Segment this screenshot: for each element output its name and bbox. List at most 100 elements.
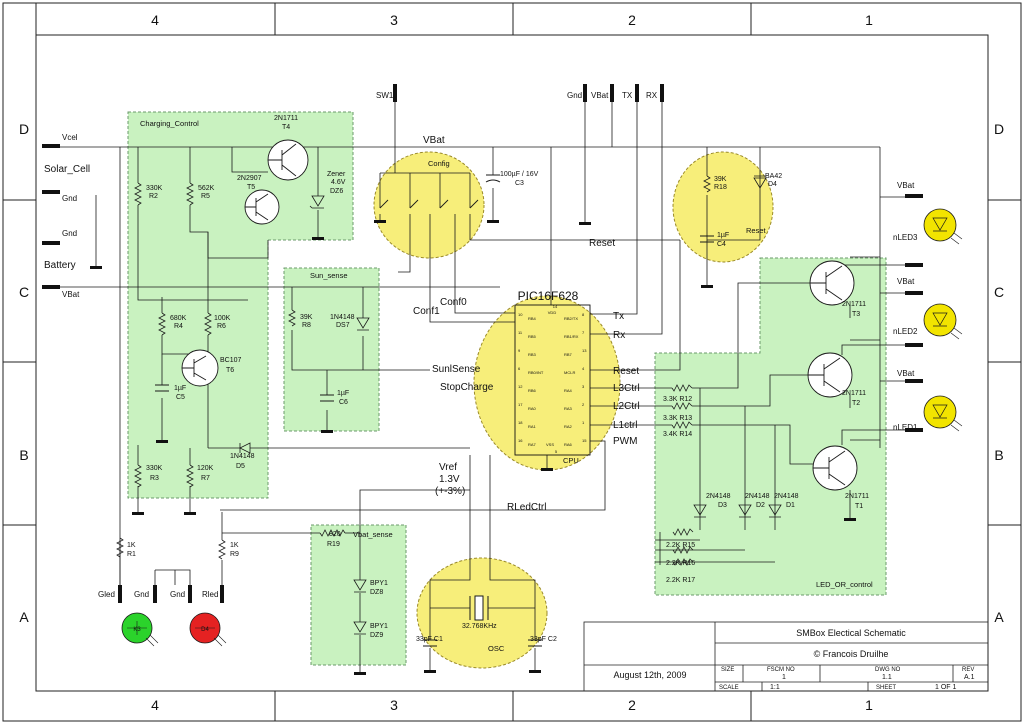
net-conf1: Conf1 (413, 306, 440, 317)
mcu-pin-name: MCLR (564, 370, 575, 375)
mcu-pin-number: 13 (582, 348, 587, 353)
label-rled: Rled (202, 590, 218, 599)
r9-ref: R9 (230, 551, 239, 558)
r12-label: 3.3K R12 (663, 396, 692, 403)
resistor-r12 (671, 384, 693, 392)
r6-value: 100K (214, 315, 231, 322)
label-vcel: Vcel (62, 133, 78, 142)
net-conf0: Conf0 (440, 297, 467, 308)
r19-value: 820 (329, 531, 341, 538)
label-right-vbat-2: VBat (897, 277, 915, 286)
col-label-2-bottom: 2 (628, 697, 636, 713)
resistor-r5 (186, 182, 194, 206)
mcu-pin-number: 10 (518, 312, 523, 317)
sheet-value: 1 OF 1 (935, 684, 957, 691)
label-top-rx: RX (646, 91, 658, 100)
capacitors (155, 174, 714, 647)
resistor-r3 (134, 464, 142, 488)
r2-value: 330K (146, 185, 163, 192)
net-rx: Rx (613, 330, 625, 341)
r8-value: 39K (300, 314, 313, 321)
mcu-pin-name: RA7 (528, 442, 537, 447)
switch-3 (439, 199, 449, 209)
grid-labels: 4 3 2 1 4 3 2 1 D C B A D C B A (19, 12, 1004, 713)
capacitor-c3 (485, 174, 501, 183)
dwg-label: DWG NO (875, 667, 901, 673)
r3-ref: R3 (150, 475, 159, 482)
label-nled3: nLED3 (893, 233, 918, 242)
ground-symbols (90, 220, 856, 675)
drawing-date: August 12th, 2009 (613, 670, 686, 680)
diode-dz8 (353, 579, 367, 593)
diode-d5 (239, 442, 251, 454)
transistor-t3 (809, 260, 855, 306)
label-right-vbat-3: VBat (897, 369, 915, 378)
transistor-t1 (812, 445, 858, 491)
t1-ref: T1 (855, 503, 863, 510)
config-switches (379, 199, 479, 209)
r7-value: 120K (197, 465, 214, 472)
r19-ref: R19 (327, 541, 340, 548)
t5-part: 2N2907 (237, 175, 262, 182)
mcu-pin-number: 4 (582, 366, 585, 371)
led-yellow-2 (923, 303, 963, 340)
resistor-r14 (671, 421, 693, 429)
net-l1ctrl: L1ctrl (613, 420, 637, 431)
d4-ref: D4 (768, 181, 777, 188)
diode-dz9 (353, 621, 367, 635)
diode-d3 (693, 504, 707, 518)
col-label-3: 3 (390, 12, 398, 28)
zone-label-osc: OSC (488, 644, 505, 653)
zone-label-vbat-sense: Vbat_sense (353, 530, 393, 539)
d2-part: 2N4148 (745, 493, 770, 500)
c4-value: 1µF (717, 232, 729, 239)
net-tx: Tx (613, 311, 624, 322)
led-green: K3 (121, 612, 159, 647)
zone-label-charging: Charging_Control (140, 119, 199, 128)
c5-value: 1µF (174, 385, 186, 392)
resistor-r18 (703, 175, 711, 193)
r5-value: 562K (198, 185, 215, 192)
r17-label: 2.2K R17 (666, 577, 695, 584)
d3-ref: D3 (718, 502, 727, 509)
microcontroller-pic16f628: PIC16F628 VDD 14 VSS 5 10RB411RB59RB36RB… (514, 289, 591, 456)
switch-2 (409, 199, 419, 209)
t2-part: 2N1711 (842, 390, 866, 397)
dz6-voltage: 4.6V (331, 179, 346, 186)
switch-4 (469, 199, 479, 209)
d5-part: 1N4148 (230, 453, 255, 460)
resistor-r7 (186, 464, 194, 488)
mcu-pins-left: 10RB411RB59RB36RB0/INT12RB617RA018RA116R… (518, 312, 544, 447)
xtal-freq: 32.768KHz (462, 623, 497, 630)
functional-zones (127, 111, 887, 669)
row-label-c-right: C (994, 284, 1004, 300)
zone-reset (672, 151, 774, 263)
capacitor-c5 (155, 384, 169, 392)
connector-labels: Vcel Solar_Cell Gnd Gnd Battery VBat SW1… (44, 91, 918, 599)
c3-ref: C3 (515, 180, 524, 187)
c1-label: 33pF C1 (416, 636, 443, 643)
label-vbat-left: VBat (62, 290, 80, 299)
col-label-4-bottom: 4 (151, 697, 159, 713)
c4-ref: C4 (717, 241, 726, 248)
transistor-t4 (267, 139, 309, 181)
zone-label-led-control: LED_OR_control (816, 580, 873, 589)
r4-value: 680K (170, 315, 187, 322)
mcu-pin-number: 9 (518, 348, 521, 353)
d2-ref: D2 (756, 502, 765, 509)
label-gnd-2: Gnd (62, 229, 77, 238)
connector-stubs (42, 84, 923, 603)
mcu-pin-number: 3 (582, 384, 585, 389)
mcu-pin-number: 2 (582, 402, 585, 407)
mcu-pin-number: 11 (518, 330, 523, 335)
net-l3ctrl: L3Ctrl (613, 383, 640, 394)
mcu-pin-number: 7 (582, 330, 585, 335)
label-gled: Gled (98, 590, 115, 599)
r5-ref: R5 (201, 193, 210, 200)
scale-label: SCALE (719, 685, 739, 691)
zone-label-config: Config (428, 159, 450, 168)
col-label-1-bottom: 1 (865, 697, 873, 713)
diodes (239, 175, 782, 635)
mcu-pin-number: 12 (518, 384, 523, 389)
mcu-vss: VSS (546, 442, 554, 447)
